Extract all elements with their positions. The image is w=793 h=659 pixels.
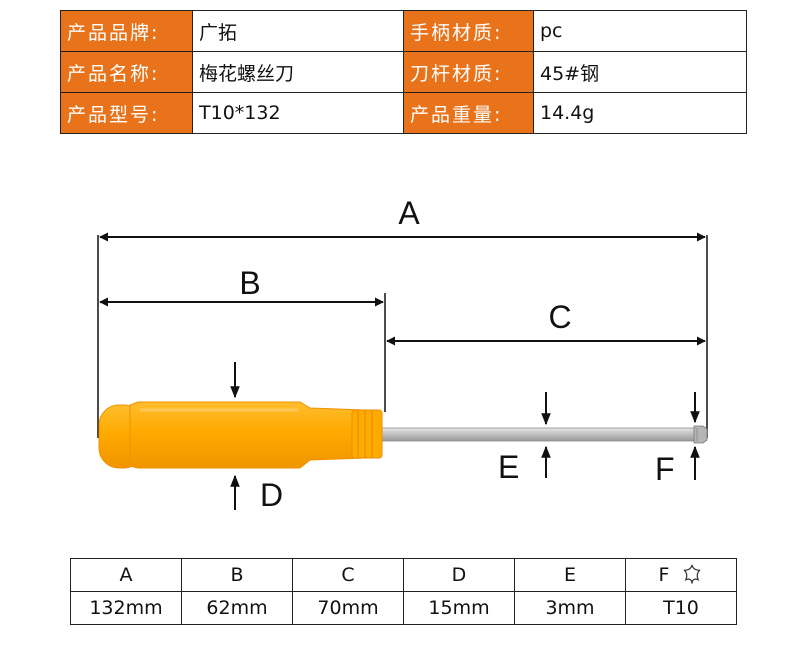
dimension-label-c: C <box>548 299 571 335</box>
spec-label-brand: 产品品牌: <box>60 10 193 52</box>
dimension-label-a: A <box>398 195 420 231</box>
dimension-value-e: 3mm <box>514 591 626 625</box>
dimension-header-b: B <box>181 558 293 592</box>
spec-value-name: 梅花螺丝刀 <box>192 51 404 93</box>
dimension-header-e: E <box>514 558 626 592</box>
dimension-header-a: A <box>70 558 182 592</box>
torx-tip <box>693 425 708 444</box>
spec-row-model: 产品型号: T10*132 产品重量: 14.4g <box>60 92 747 134</box>
dimension-label-d: D <box>260 477 283 513</box>
spec-value-handle-material: pc <box>533 10 747 52</box>
spec-value-shaft-material: 45#钢 <box>533 51 747 93</box>
dimensions-header-row: A B C D E F <box>70 558 737 592</box>
dimension-header-f: F <box>625 558 737 592</box>
dimension-header-e-text: E <box>563 564 576 586</box>
spec-row-brand: 产品品牌: 广拓 手柄材质: pc <box>60 10 747 52</box>
spec-row-name: 产品名称: 梅花螺丝刀 刀杆材质: 45#钢 <box>60 51 747 93</box>
dimension-value-f: T10 <box>625 591 737 625</box>
dimension-header-b-text: B <box>230 564 244 586</box>
dimension-header-f-text: F <box>658 563 670 586</box>
dimension-header-a-text: A <box>119 564 133 586</box>
spec-value-model: T10*132 <box>192 92 404 134</box>
spec-table: 产品品牌: 广拓 手柄材质: pc 产品名称: 梅花螺丝刀 刀杆材质: 45#钢… <box>60 10 747 134</box>
dimension-value-c: 70mm <box>292 591 404 625</box>
spec-label-model: 产品型号: <box>60 92 193 134</box>
dimensions-value-row: 132mm 62mm 70mm 15mm 3mm T10 <box>70 591 737 625</box>
dimension-value-d: 15mm <box>403 591 515 625</box>
screwdriver-shaft <box>379 427 703 442</box>
dimension-value-a: 132mm <box>70 591 182 625</box>
dimension-header-c: C <box>292 558 404 592</box>
spec-label-name: 产品名称: <box>60 51 193 93</box>
dimension-header-c-text: C <box>341 564 355 586</box>
dimension-label-f: F <box>655 451 675 487</box>
dimensions-table: A B C D E F 132mm 62mm 70mm 15mm 3mm T10 <box>70 558 737 625</box>
spec-value-weight: 14.4g <box>533 92 747 134</box>
screwdriver-handle <box>98 401 383 469</box>
dimension-label-e: E <box>498 449 519 485</box>
dimension-header-d-text: D <box>451 564 467 586</box>
dimension-value-b: 62mm <box>181 591 293 625</box>
dimension-label-b: B <box>239 265 260 301</box>
spec-label-shaft-material: 刀杆材质: <box>403 51 534 93</box>
spec-label-weight: 产品重量: <box>403 92 534 134</box>
torx-star-icon <box>683 564 702 584</box>
dimension-header-d: D <box>403 558 515 592</box>
